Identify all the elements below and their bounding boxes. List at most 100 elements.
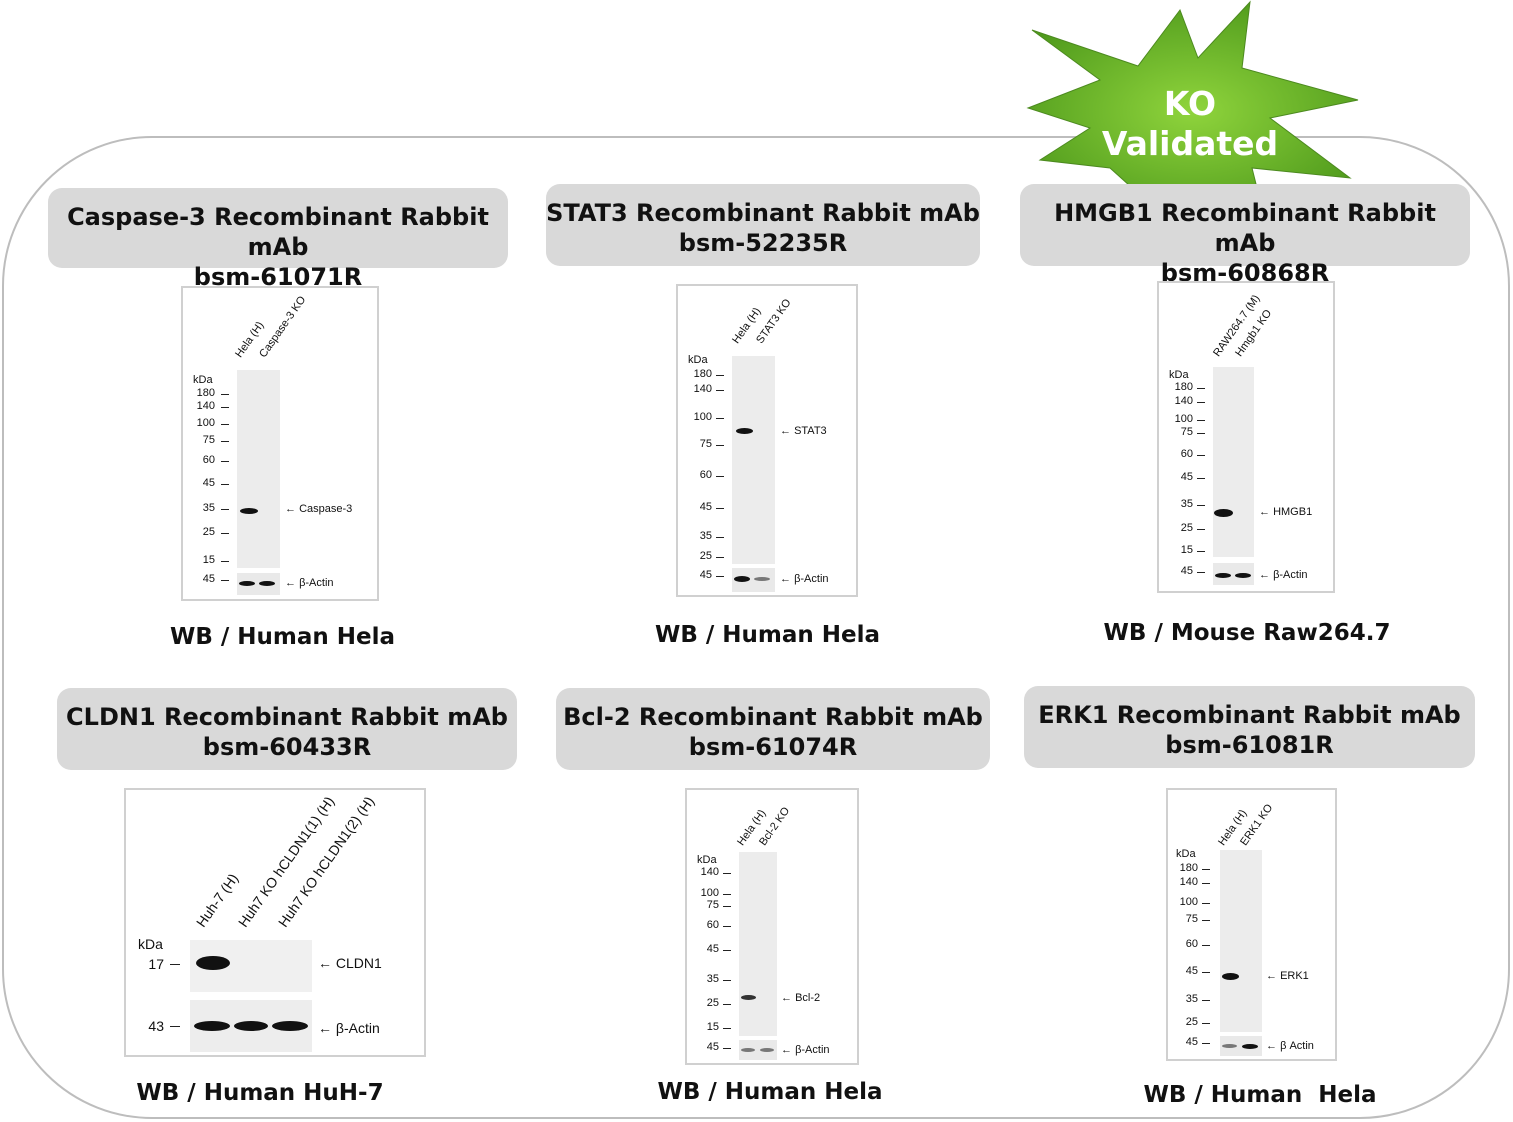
mw-marker: 35 [1180, 498, 1193, 510]
kda-label: kDa [193, 374, 213, 386]
target-band [1214, 509, 1233, 517]
western-blot-stat3: Hela (H) STAT3 KO kDa 180 140 100 75 60 … [676, 284, 858, 597]
lane-label: ERK1 KO [1238, 802, 1276, 848]
loading-label: ← β Actin [1266, 1040, 1314, 1052]
mw-marker: 140 [700, 866, 719, 878]
mw-marker: 140 [1179, 876, 1198, 888]
ko-validated-badge: KO Validated [1020, 0, 1360, 200]
mw-marker: 60 [699, 469, 712, 481]
target-label: ← Caspase-3 [285, 503, 353, 515]
mw-marker: 75 [706, 899, 719, 911]
title-text: ERK1 Recombinant Rabbit mAb [1038, 701, 1461, 729]
target-label: ← HMGB1 [1259, 506, 1313, 518]
panel-title-stat3: STAT3 Recombinant Rabbit mAb bsm-52235R [546, 184, 980, 266]
catalog-number: bsm-52235R [678, 229, 848, 257]
mw-marker: 60 [1180, 448, 1193, 460]
mw-marker: 25 [699, 550, 712, 562]
gel-loading [739, 1040, 777, 1060]
caption-cldn1: WB / Human HuH-7 [136, 1080, 384, 1106]
kda-label: kDa [1176, 848, 1196, 860]
mw-marker: 140 [196, 400, 215, 412]
loading-label: ← β-Actin [781, 1044, 830, 1056]
loading-label: ← β-Actin [318, 1020, 380, 1036]
mw-marker: 45 [699, 569, 712, 581]
badge-line2: Validated [1101, 124, 1279, 163]
target-band [1222, 973, 1239, 980]
mw-marker: 75 [202, 434, 215, 446]
mw-marker: 43 [148, 1018, 164, 1034]
mw-marker: 75 [1185, 913, 1198, 925]
lane-label: Huh-7 (H) [192, 870, 242, 930]
target-band [736, 428, 753, 434]
loading-label: ← β-Actin [285, 577, 334, 589]
gel-loading [1220, 1036, 1262, 1056]
title-text: HMGB1 Recombinant Rabbit mAb [1054, 199, 1436, 257]
mw-marker: 45 [706, 1041, 719, 1053]
mw-marker: 60 [1185, 938, 1198, 950]
catalog-number: bsm-61074R [688, 733, 858, 761]
target-label: ← ERK1 [1266, 970, 1309, 982]
mw-marker: 45 [706, 943, 719, 955]
mw-marker: 45 [1180, 565, 1193, 577]
mw-marker: 35 [699, 530, 712, 542]
title-text: CLDN1 Recombinant Rabbit mAb [66, 703, 508, 731]
mw-marker: 25 [1185, 1016, 1198, 1028]
gel-main [1213, 367, 1254, 557]
mw-marker: 35 [706, 973, 719, 985]
caption-bcl2: WB / Human Hela [657, 1079, 883, 1105]
mw-marker: 45 [1185, 1036, 1198, 1048]
panel-title-erk1: ERK1 Recombinant Rabbit mAb bsm-61081R [1024, 686, 1475, 768]
caption-caspase3: WB / Human Hela [169, 624, 396, 650]
panel-title-hmgb1: HMGB1 Recombinant Rabbit mAb bsm-60868R [1020, 184, 1470, 287]
mw-marker: 140 [693, 383, 712, 395]
target-band [196, 956, 230, 970]
gel-loading [1213, 563, 1254, 585]
title-text: Bcl-2 Recombinant Rabbit mAb [563, 703, 983, 731]
mw-marker: 25 [1180, 522, 1193, 534]
mw-marker: 75 [699, 438, 712, 450]
mw-marker: 25 [706, 997, 719, 1009]
western-blot-cldn1: Huh-7 (H) Huh7 KO hCLDN1(1) (H) Huh7 KO … [124, 788, 426, 1057]
caption-erk1: WB / Human Hela [1143, 1082, 1377, 1108]
lane-label: STAT3 KO [754, 296, 794, 346]
mw-marker: 140 [1174, 395, 1193, 407]
western-blot-caspase3: Hela (H) Caspase-3 KO kDa 180 140 100 75… [181, 286, 379, 601]
title-text: Caspase-3 Recombinant Rabbit mAb [67, 203, 489, 261]
western-blot-hmgb1: RAW264.7 (M) Hmgb1 KO kDa 180 140 100 75… [1157, 281, 1335, 593]
mw-marker: 15 [1180, 544, 1193, 556]
mw-marker: 75 [1180, 426, 1193, 438]
mw-marker: 25 [202, 526, 215, 538]
kda-label: kDa [688, 354, 708, 366]
western-blot-bcl2: Hela (H) Bcl-2 KO kDa 140 100 75 60 45 3… [685, 788, 859, 1065]
mw-marker: 100 [693, 411, 712, 423]
mw-marker: 180 [693, 368, 712, 380]
gel-main [1220, 850, 1262, 1032]
mw-marker: 45 [1180, 471, 1193, 483]
panel-title-cldn1: CLDN1 Recombinant Rabbit mAb bsm-60433R [57, 688, 517, 770]
kda-label: kDa [1169, 369, 1189, 381]
mw-marker: 35 [202, 502, 215, 514]
gel-main [739, 852, 777, 1036]
panel-title-caspase3: Caspase-3 Recombinant Rabbit mAb bsm-610… [48, 188, 508, 291]
mw-marker: 60 [706, 919, 719, 931]
kda-label: kDa [697, 854, 717, 866]
badge-line1: KO [1163, 84, 1217, 123]
caption-hmgb1: WB / Mouse Raw264.7 [1103, 620, 1391, 646]
target-band [741, 995, 756, 1000]
panel-title-bcl2: Bcl-2 Recombinant Rabbit mAb bsm-61074R [556, 688, 990, 770]
mw-marker: 45 [699, 501, 712, 513]
starburst-icon [1026, 0, 1359, 200]
catalog-number: bsm-61081R [1165, 731, 1334, 759]
target-label: ← CLDN1 [318, 955, 382, 971]
mw-marker: 180 [1179, 862, 1198, 874]
mw-marker: 180 [1174, 381, 1193, 393]
kda-label: kDa [138, 936, 163, 952]
mw-marker: 15 [706, 1021, 719, 1033]
mw-marker: 15 [202, 554, 215, 566]
mw-marker: 45 [202, 573, 215, 585]
target-label: ← STAT3 [780, 425, 827, 437]
mw-marker: 35 [1185, 993, 1198, 1005]
title-text: STAT3 Recombinant Rabbit mAb [546, 199, 980, 227]
mw-marker: 100 [196, 417, 215, 429]
loading-label: ← β-Actin [1259, 569, 1308, 581]
